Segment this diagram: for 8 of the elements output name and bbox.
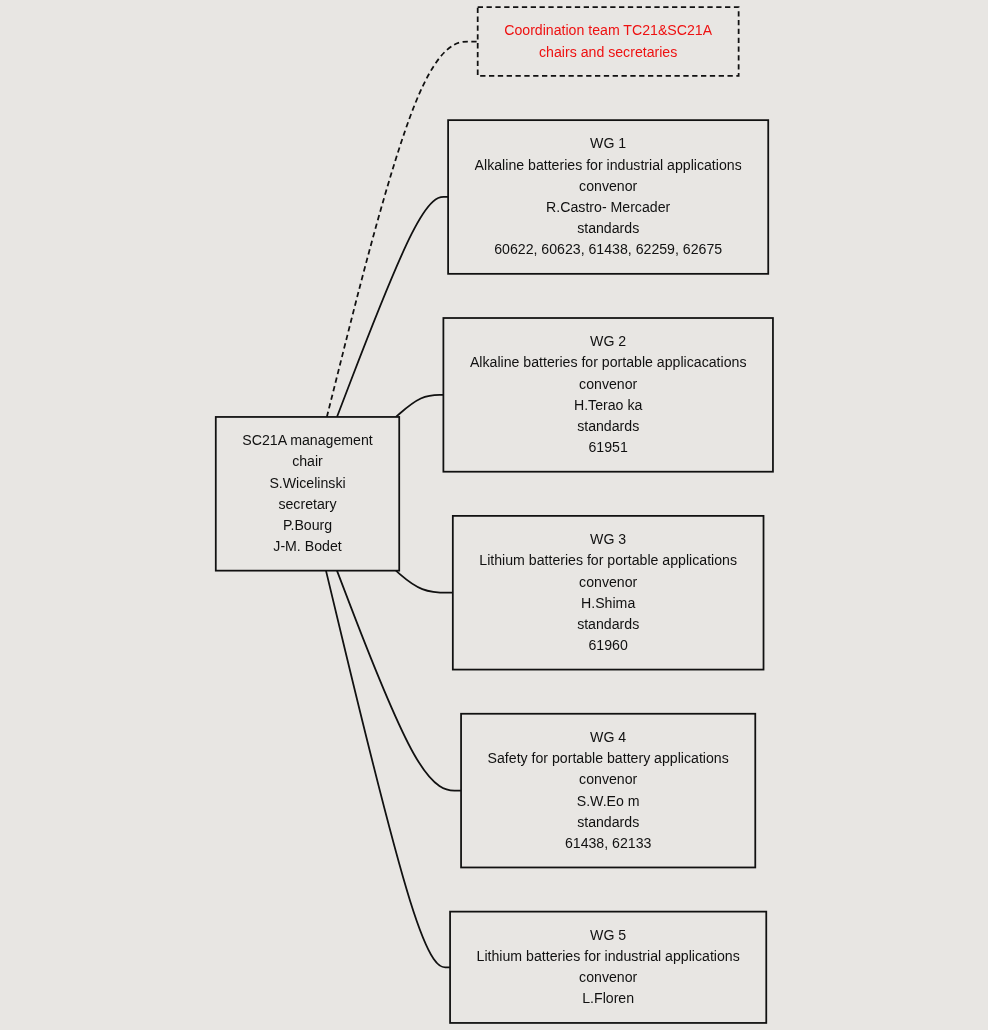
node-box: Coordination team TC21&SC21A chairs and secretaries [476, 6, 740, 77]
node-box: WG 2 Alkaline batteries for portable applicacations convenor H.Terao ka standards 61951 [442, 317, 774, 473]
node-box: SC21A management chair S.Wicelinski secretary P.Bourg J-M. Bodet [214, 416, 400, 572]
connector [394, 393, 444, 418]
node-box: WG 4 Safety for portable battery applications convenor S.W.Eo m standards 61438, 62133 [459, 712, 756, 869]
node-box: WG 1 Alkaline batteries for industrial applications convenor R.Castro- Mercader standards 60622, 60623, 61438, 62259, 62675 [446, 119, 769, 275]
node-box: WG 5 Lithium batteries for industrial applications convenor L.Floren [448, 910, 767, 1024]
node-box: WG 3 Lithium batteries for portable applications convenor H.Shima standards 61960 [451, 515, 765, 671]
